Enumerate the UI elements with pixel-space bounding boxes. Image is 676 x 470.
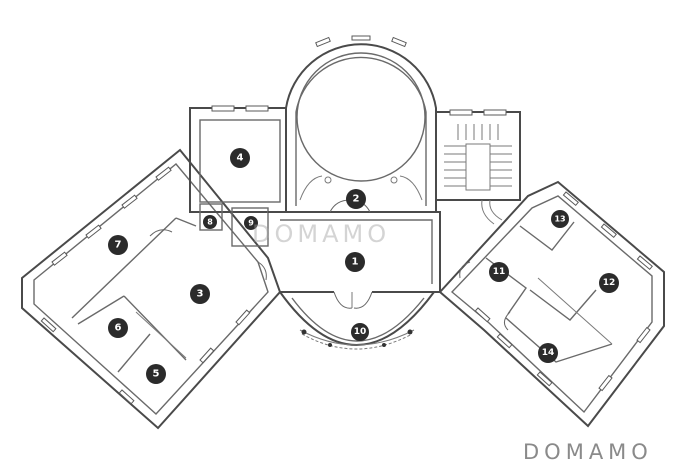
- watermark-center: DOMAMO: [252, 220, 391, 248]
- svg-text:6: 6: [115, 323, 122, 334]
- svg-text:10: 10: [354, 327, 367, 337]
- rotunda: [285, 35, 437, 213]
- room-marker-12: 12: [599, 273, 619, 293]
- room-marker-11: 11: [489, 262, 509, 282]
- svg-text:1: 1: [352, 257, 359, 268]
- central-block: [189, 105, 441, 309]
- svg-text:11: 11: [493, 267, 506, 277]
- room-marker-7: 7: [108, 235, 128, 255]
- left-wing: [21, 148, 282, 430]
- room-marker-8: 8: [203, 215, 217, 229]
- right-wing: [438, 180, 665, 428]
- room-marker-3: 3: [190, 284, 210, 304]
- svg-text:9: 9: [248, 219, 254, 228]
- room-marker-6: 6: [108, 318, 128, 338]
- room-marker-13: 13: [551, 210, 569, 228]
- room-marker-14: 14: [538, 343, 558, 363]
- room-marker-1: 1: [345, 252, 365, 272]
- stair-block: [435, 109, 521, 225]
- room-marker-9: 9: [244, 216, 258, 230]
- right-wing-windows: [474, 191, 653, 392]
- svg-text:13: 13: [554, 215, 565, 224]
- svg-text:2: 2: [353, 194, 360, 205]
- svg-text:4: 4: [237, 153, 244, 164]
- room-marker-4: 4: [230, 148, 250, 168]
- room-marker-5: 5: [146, 364, 166, 384]
- svg-text:12: 12: [603, 278, 616, 288]
- svg-text:7: 7: [115, 240, 122, 251]
- svg-text:8: 8: [207, 218, 213, 227]
- room-marker-2: 2: [346, 189, 366, 209]
- left-wing-windows: [40, 166, 251, 405]
- svg-text:14: 14: [542, 348, 555, 358]
- room-marker-10: 10: [351, 323, 369, 341]
- svg-text:5: 5: [153, 369, 160, 380]
- apse: [279, 291, 435, 350]
- svg-text:3: 3: [197, 289, 204, 300]
- watermark-corner-logo: DOMAMO: [523, 440, 653, 464]
